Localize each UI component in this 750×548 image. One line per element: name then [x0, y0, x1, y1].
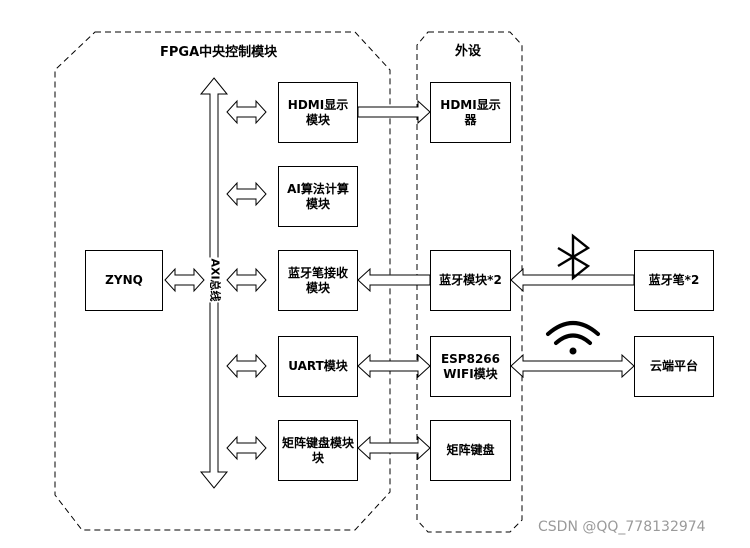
matrix-keyboard-block: 矩阵键盘	[430, 420, 511, 481]
cloud-platform-block: 云端平台	[634, 336, 714, 397]
cloud-platform-label: 云端平台	[649, 359, 698, 373]
ai-compute-module-label: AI算法计算 模块	[287, 181, 349, 211]
peripheral-group-outline	[416, 31, 523, 533]
uart-module-label: UART模块	[288, 359, 348, 373]
bluetooth-pen-label: 蓝牙笔*2	[648, 273, 700, 287]
arrow-bus-uart-module	[226, 353, 267, 379]
bluetooth-module-block: 蓝牙模块*2	[430, 250, 511, 311]
arrow-bus-bt-module	[226, 267, 267, 293]
hdmi-display-label: HDMI显示 器	[440, 97, 501, 127]
zynq-label: ZYNQ	[105, 273, 143, 287]
bluetooth-module-label: 蓝牙模块*2	[439, 273, 502, 287]
arrow-bus-keyboard-module	[226, 435, 267, 461]
matrix-keyboard-label: 矩阵键盘	[446, 443, 495, 457]
peripheral-group-title: 外设	[455, 44, 482, 59]
bt-pen-receive-module-label: 蓝牙笔接收 模块	[287, 265, 348, 295]
wifi-icon	[546, 321, 600, 355]
matrix-keyboard-module-block: 矩阵键盘模块 块	[278, 420, 358, 481]
arrow-hdmi-module-to-display	[357, 99, 431, 125]
fpga-group-title: FPGA中央控制模块	[160, 45, 278, 60]
arrow-esp8266-cloud	[510, 353, 635, 379]
bt-pen-receive-module-block: 蓝牙笔接收 模块	[278, 250, 358, 311]
arrow-bt-module-to-receive	[357, 267, 431, 293]
arrow-keyboard-link	[357, 435, 431, 461]
esp8266-wifi-block: ESP8266 WIFI模块	[430, 336, 511, 397]
matrix-keyboard-module-label: 矩阵键盘模块 块	[281, 435, 354, 465]
bluetooth-pen-block: 蓝牙笔*2	[634, 250, 714, 311]
hdmi-display-block: HDMI显示 器	[430, 82, 511, 143]
zynq-block: ZYNQ	[85, 250, 163, 311]
axi-bus-label: AXI总线	[207, 257, 224, 303]
arrow-bus-ai-module	[226, 181, 267, 207]
watermark-text: CSDN @QQ_778132974	[538, 519, 706, 535]
hdmi-display-module-label: HDMI显示 模块	[287, 97, 349, 127]
esp8266-wifi-label: ESP8266 WIFI模块	[440, 351, 501, 381]
uart-module-block: UART模块	[278, 336, 358, 397]
fpga-group-outline	[54, 31, 391, 531]
arrow-zynq-bus	[164, 267, 205, 293]
bluetooth-icon	[557, 233, 591, 281]
arrow-bus-hdmi-module	[226, 99, 267, 125]
hdmi-display-module-block: HDMI显示 模块	[278, 82, 358, 143]
ai-compute-module-block: AI算法计算 模块	[278, 166, 358, 227]
arrow-uart-esp8266	[357, 353, 431, 379]
